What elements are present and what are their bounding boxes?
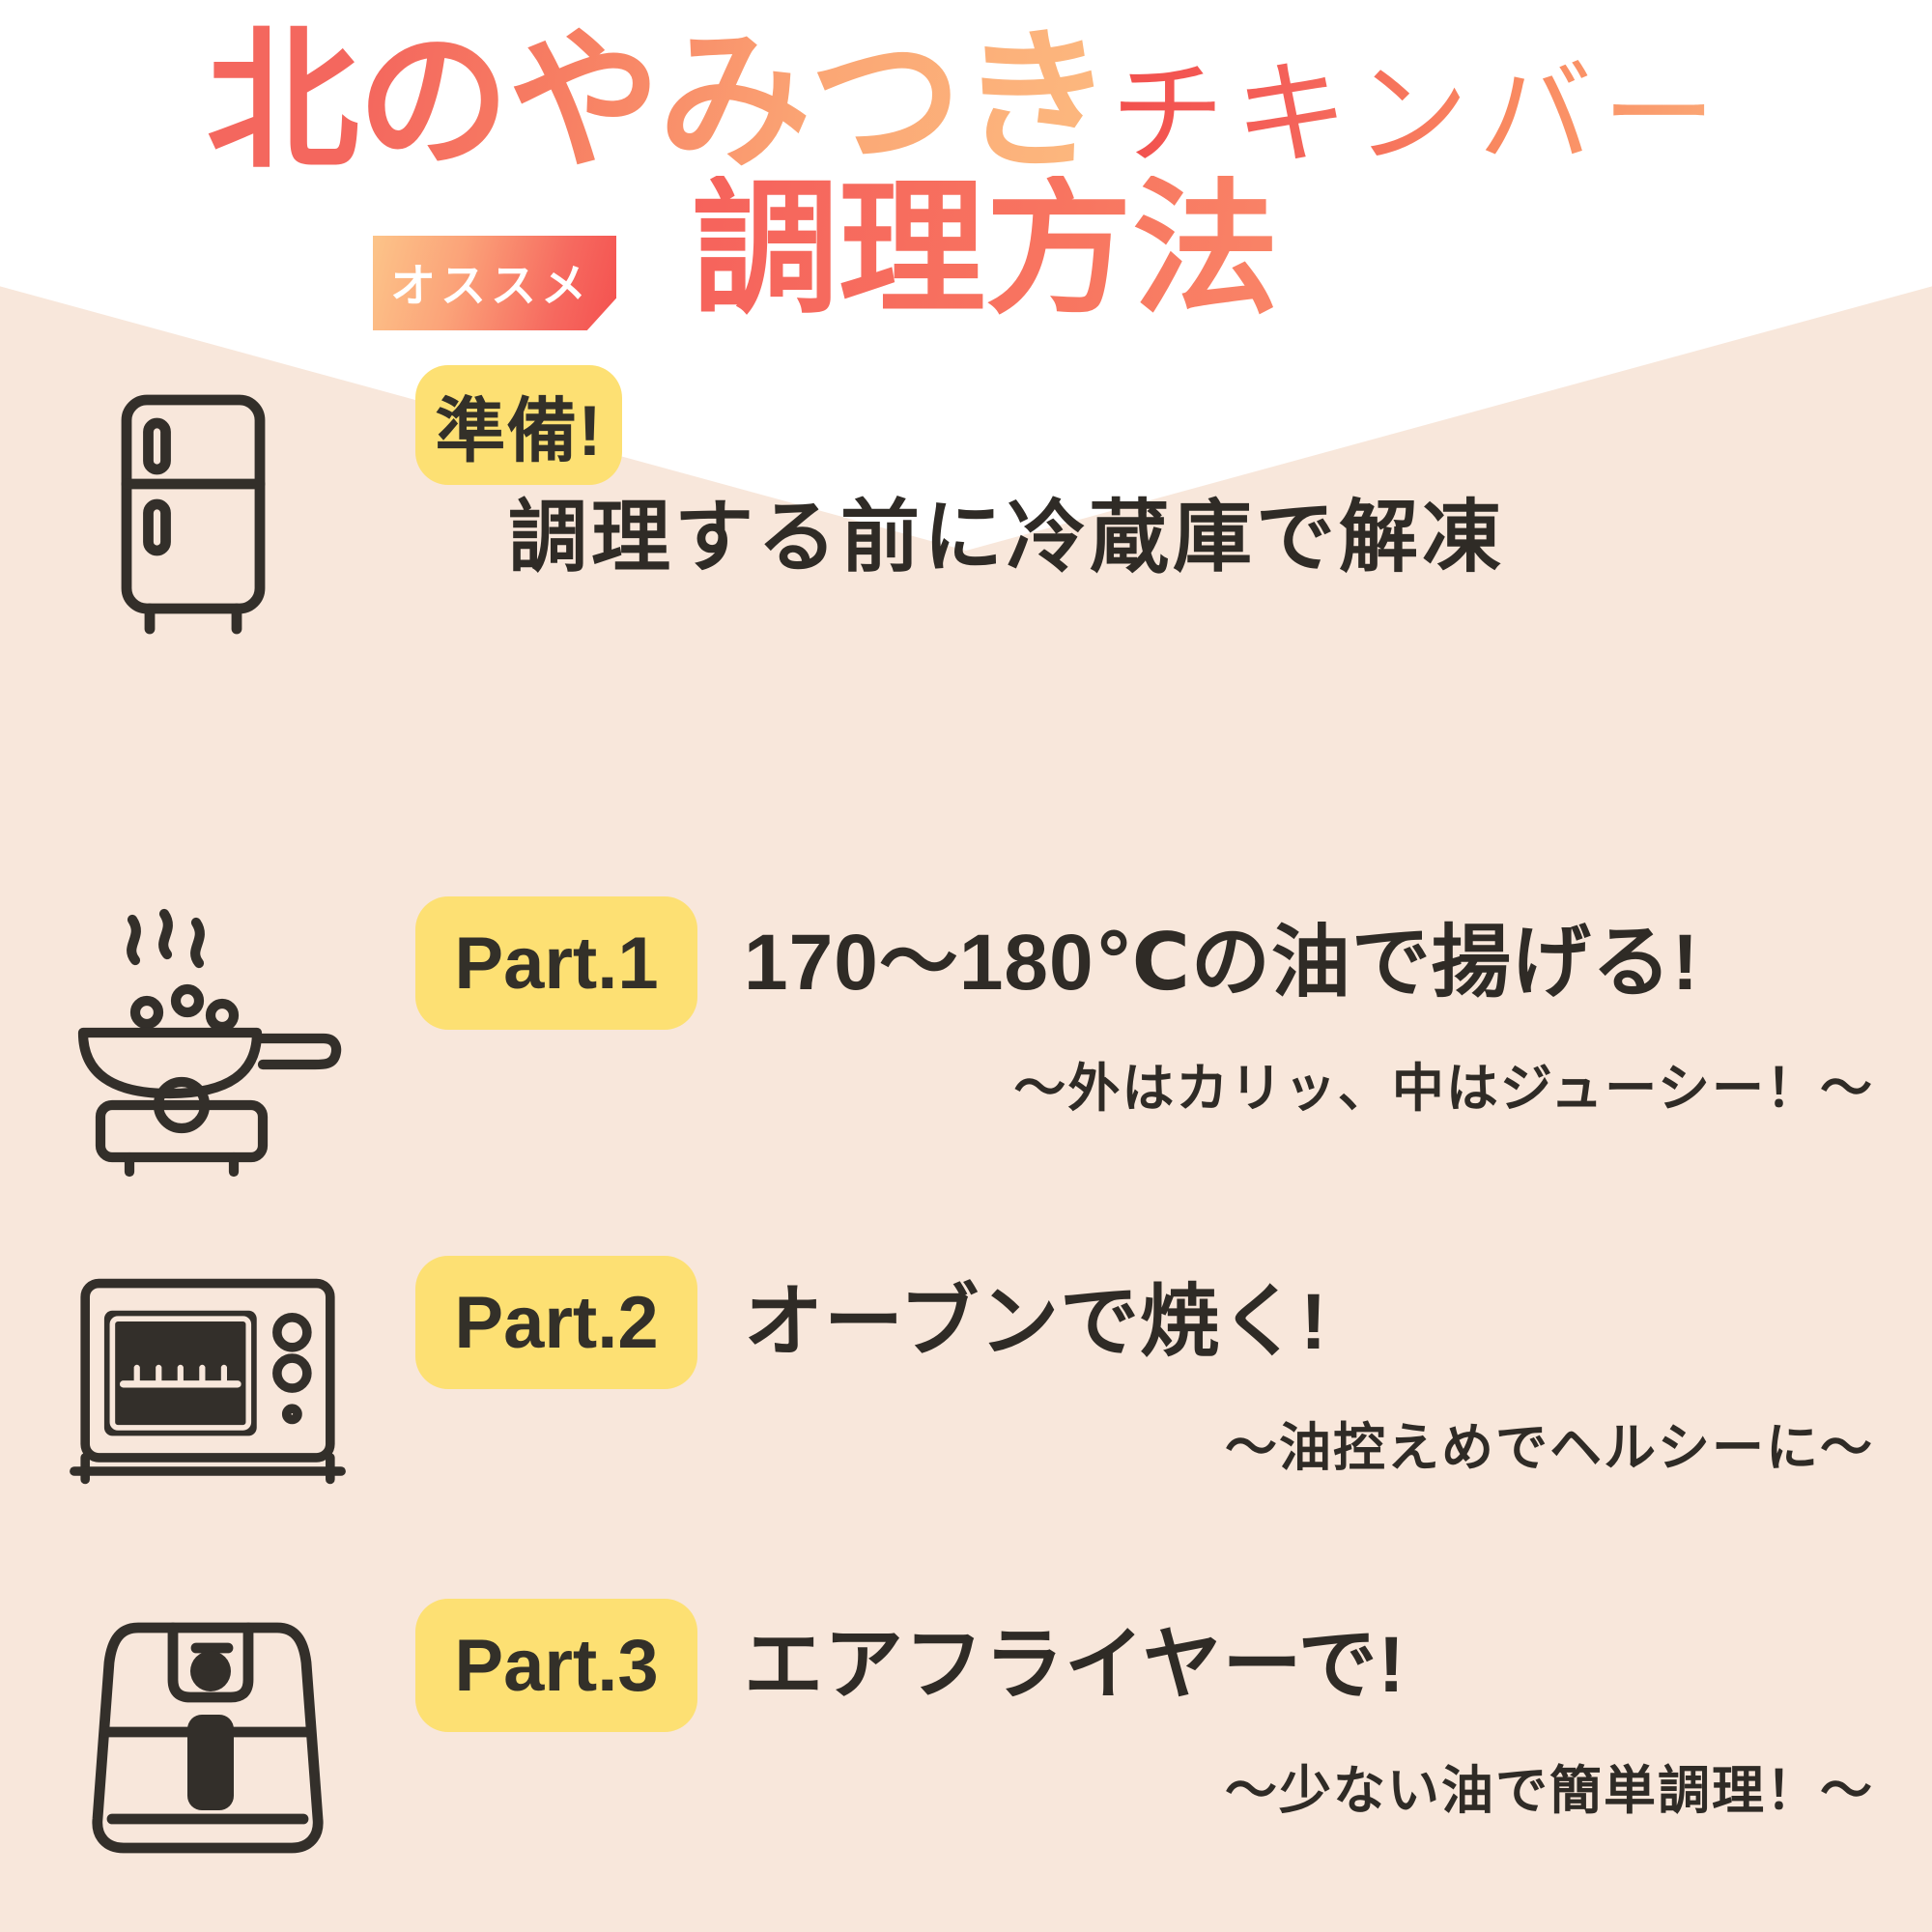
osusume-ribbon-badge: オススメ bbox=[373, 236, 616, 330]
frying-pan-stove-icon bbox=[77, 908, 342, 1178]
section-title-line2: オススメ 調理方法 bbox=[0, 176, 1932, 330]
part1-tag-line: Part.1 170〜180℃の油で揚げる! bbox=[415, 896, 1884, 1030]
step-row-part2: Part.2 オーブンで焼く! 〜油控えめでヘルシーに〜 bbox=[0, 1256, 1932, 1507]
product-title-katakana: チキンバー bbox=[1110, 51, 1726, 179]
part3-tag: Part.3 bbox=[415, 1599, 697, 1732]
refrigerator-icon-cell bbox=[0, 365, 415, 655]
part2-subline: 〜油控えめでヘルシーに〜 bbox=[1225, 1419, 1874, 1477]
refrigerator-icon bbox=[121, 394, 266, 635]
part1-tag: Part.1 bbox=[415, 896, 697, 1030]
part1-text-cell: Part.1 170〜180℃の油で揚げる! 〜外はカリッ、中はジューシー！〜 bbox=[415, 896, 1932, 1122]
product-title-line1: 北のやみつきチキンバー bbox=[0, 25, 1932, 178]
prep-tag-line: 準備! bbox=[415, 365, 1884, 485]
step-row-part1: Part.1 170〜180℃の油で揚げる! 〜外はカリッ、中はジューシー！〜 bbox=[0, 896, 1932, 1186]
step-row-prep: 準備! 調理する前に冷蔵庫で解凍 bbox=[0, 365, 1932, 655]
part1-headline: 170〜180℃の油で揚げる! bbox=[744, 918, 1700, 1007]
part3-tag-line: Part.3 エアフライヤーで! bbox=[415, 1599, 1884, 1732]
part3-text-cell: Part.3 エアフライヤーで! 〜少ない油で簡単調理！〜 bbox=[415, 1599, 1932, 1824]
air-fryer-icon-cell bbox=[0, 1599, 415, 1889]
oven-toaster-icon bbox=[70, 1278, 346, 1485]
prep-headline: 調理する前に冷蔵庫で解凍 bbox=[508, 494, 1506, 582]
part2-headline: オーブンで焼く! bbox=[744, 1277, 1328, 1366]
part3-subline: 〜少ない油で簡単調理！〜 bbox=[1225, 1762, 1874, 1820]
prep-tag: 準備! bbox=[415, 365, 622, 485]
part2-tag-line: Part.2 オーブンで焼く! bbox=[415, 1256, 1884, 1389]
part2-text-cell: Part.2 オーブンで焼く! 〜油控えめでヘルシーに〜 bbox=[415, 1256, 1932, 1481]
part1-subline: 〜外はカリッ、中はジューシー！〜 bbox=[1013, 1060, 1874, 1118]
air-fryer-icon bbox=[92, 1622, 324, 1854]
oven-icon-cell bbox=[0, 1256, 415, 1507]
frying-pan-icon-cell bbox=[0, 896, 415, 1186]
part3-headline: エアフライヤーで! bbox=[744, 1620, 1406, 1709]
section-title-text: 調理方法 bbox=[0, 176, 1932, 323]
product-title-bold: 北のやみつき bbox=[206, 16, 1113, 186]
part2-tag: Part.2 bbox=[415, 1256, 697, 1389]
step-row-part3: Part.3 エアフライヤーで! 〜少ない油で簡単調理！〜 bbox=[0, 1599, 1932, 1889]
osusume-badge-label: オススメ bbox=[390, 259, 591, 311]
prep-text-cell: 準備! 調理する前に冷蔵庫で解凍 bbox=[415, 365, 1932, 580]
